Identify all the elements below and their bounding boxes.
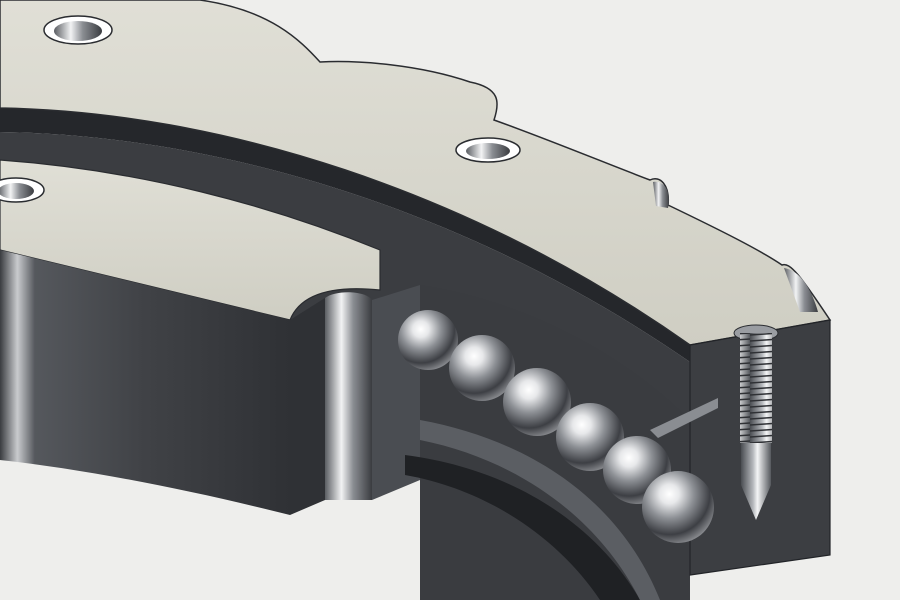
outer-ring-top-face [0, 0, 832, 346]
gear-scallops [653, 181, 818, 312]
mounting-holes [0, 15, 521, 203]
ball [503, 368, 571, 436]
threaded-bolt [733, 324, 779, 520]
inner-ring-front-face [0, 250, 290, 515]
mounting-hole [0, 177, 45, 203]
ball [642, 471, 714, 543]
inner-ring-vertical-hole [325, 292, 372, 500]
scallop-shine [653, 181, 670, 208]
mounting-hole [43, 15, 113, 45]
scallop-shine [784, 268, 818, 312]
bolt-tip [741, 485, 771, 520]
bolt-shank [740, 333, 772, 443]
retainer-channel-lip [420, 420, 660, 600]
ball [449, 335, 515, 401]
seal-wedge [650, 398, 718, 438]
ball [398, 310, 458, 370]
retainer-channel [405, 455, 640, 600]
bolt-shaft [741, 443, 771, 485]
mounting-hole [455, 137, 521, 163]
ring-groove [0, 108, 690, 362]
inner-ring-cut-block [290, 298, 325, 515]
ball-row [398, 310, 714, 543]
inner-ring-top-face [0, 159, 381, 321]
